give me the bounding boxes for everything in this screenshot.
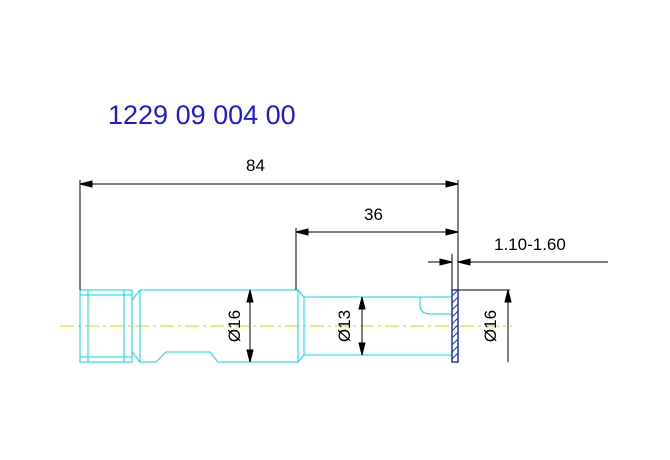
dim-diameter-left-label: Ø16 <box>225 310 244 342</box>
dim-partial-length-label: 36 <box>364 205 383 224</box>
hatched-face <box>451 289 459 363</box>
dim-diameter-middle <box>358 296 366 356</box>
dim-tolerance <box>428 254 608 290</box>
dim-diameter-right-label: Ø16 <box>481 310 500 342</box>
dim-partial-length <box>295 228 459 290</box>
dim-diameter-left <box>246 289 254 363</box>
dim-overall-length-label: 84 <box>246 156 265 175</box>
threaded-end <box>79 289 133 363</box>
part-number: 1229 09 004 00 <box>108 100 296 130</box>
dim-tolerance-label: 1.10-1.60 <box>494 235 566 254</box>
dim-diameter-middle-label: Ø13 <box>335 310 354 342</box>
dim-overall-length <box>79 180 459 290</box>
dim-diameter-right <box>458 289 512 362</box>
